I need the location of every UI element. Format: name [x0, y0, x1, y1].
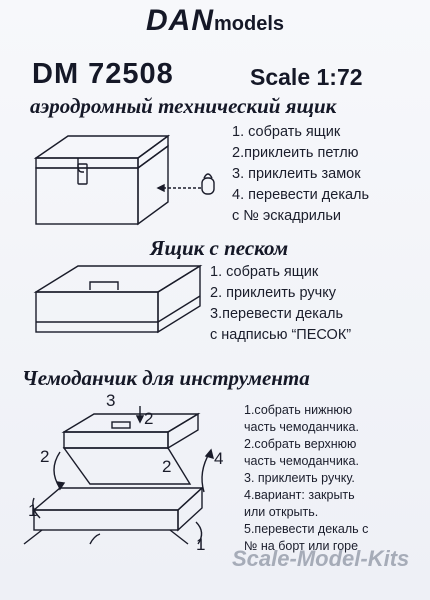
callout-1-right: 1	[196, 535, 205, 554]
step-item: № на борт или горе	[244, 539, 359, 553]
sandbox-illustration	[33, 264, 203, 334]
steps-toolbox: 1. собрать ящик 2.приклеить петлю 3. при…	[232, 122, 369, 227]
step-item: 3. приклеить ручку.	[244, 471, 355, 485]
brand-main: DAN	[145, 4, 214, 37]
step-item: 1. собрать ящик	[232, 124, 341, 140]
step-item: 5.перевести декаль с	[244, 522, 369, 536]
toolbox-illustration	[33, 134, 215, 226]
callout-2-left: 2	[40, 447, 49, 466]
callout-4: 4	[214, 449, 223, 468]
step-item: 3.перевести декаль	[210, 306, 344, 322]
step-item: с надписью “ПЕСОК”	[210, 327, 352, 343]
step-item: 4.вариант: закрыть	[244, 488, 355, 502]
tool-case-illustration: 3 2 2 2 4 1 1	[23, 391, 223, 554]
brand-sub: models	[213, 13, 285, 35]
step-item: или открыть.	[244, 505, 319, 519]
step-item: 4. перевести декаль	[232, 187, 370, 203]
step-item: часть чемоданчика.	[244, 454, 359, 468]
steps-sandbox: 1. собрать ящик 2. приклеить ручку 3.пер…	[210, 262, 351, 346]
product-code: DM 72508	[32, 58, 174, 90]
step-item: часть чемоданчика.	[244, 420, 359, 434]
watermark: Scale-Model-Kits	[232, 546, 410, 571]
step-item: 2.приклеить петлю	[232, 145, 359, 161]
scale-label: Scale 1:72	[250, 64, 363, 90]
section-title-tool-case: Чемоданчик для инструмента	[22, 366, 310, 390]
callout-2-top: 2	[144, 409, 153, 428]
steps-tool-case: 1.собрать нижнюю часть чемоданчика. 2.со…	[244, 402, 368, 555]
step-item: 2.собрать верхнюю	[244, 437, 357, 451]
callout-3: 3	[106, 391, 115, 410]
callout-2-right: 2	[162, 457, 171, 476]
step-item: с № эскадрильи	[232, 208, 341, 224]
section-title-toolbox: аэродромный технический ящик	[30, 94, 337, 118]
step-item: 1.собрать нижнюю	[244, 403, 353, 417]
step-item: 1. собрать ящик	[210, 264, 319, 280]
section-title-sandbox: Ящик с песком	[150, 236, 289, 260]
callout-1-left: 1	[28, 501, 37, 520]
brand-logo: DANmodels	[0, 4, 430, 38]
step-item: 3. приклеить замок	[232, 166, 361, 182]
step-item: 2. приклеить ручку	[210, 285, 336, 301]
